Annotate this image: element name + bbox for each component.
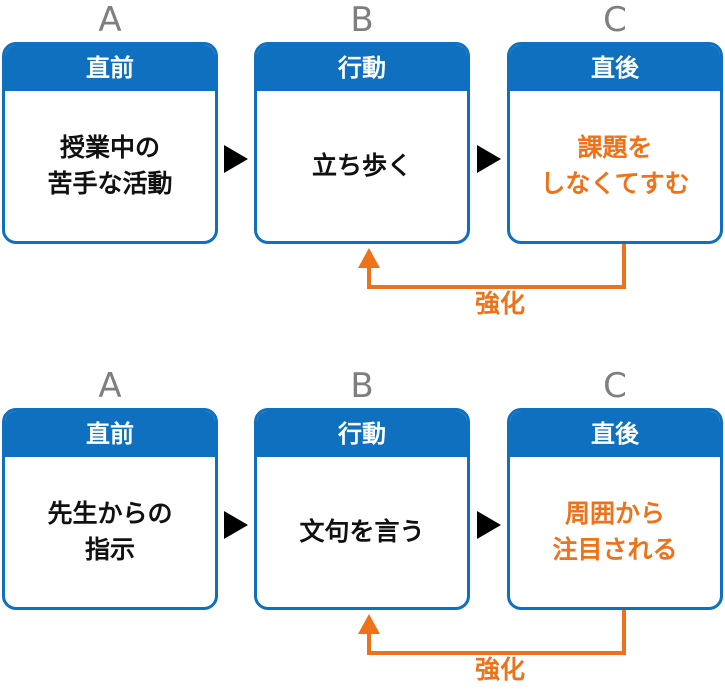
antecedent-header: 直前 (5, 45, 215, 91)
consequence-text: 課題を しなくてすむ (540, 133, 690, 198)
behavior-header: 行動 (257, 411, 467, 457)
column-letter-b: B (350, 366, 374, 406)
abc-diagram-2: A B C 直前 先生からの 指示 行動 文句を言う 直後 周囲から 注目される… (0, 366, 725, 696)
column-letter-a: A (98, 0, 122, 40)
reinforcement-arrow-head-icon (358, 614, 380, 634)
consequence-box: 直後 課題を しなくてすむ (507, 42, 723, 244)
consequence-text: 周囲から 注目される (552, 499, 678, 564)
column-letter-c: C (603, 0, 627, 40)
reinforcement-arrow-line (367, 244, 626, 289)
antecedent-box: 直前 授業中の 苦手な活動 (2, 42, 218, 244)
arrow-right-icon (224, 511, 248, 539)
column-letter-c: C (603, 366, 627, 406)
behavior-header: 行動 (257, 45, 467, 91)
column-letter-a: A (98, 366, 122, 406)
reinforcement-arrow-head-icon (358, 248, 380, 268)
arrow-right-icon (477, 145, 501, 173)
reinforcement-label: 強化 (474, 655, 525, 684)
reinforcement-label: 強化 (474, 289, 525, 318)
column-letter-b: B (350, 0, 374, 40)
reinforcement-arrow-line (367, 610, 626, 655)
antecedent-text: 先生からの 指示 (47, 499, 173, 564)
arrow-right-icon (477, 511, 501, 539)
behavior-text: 文句を言う (299, 517, 425, 546)
behavior-box: 行動 立ち歩く (254, 42, 470, 244)
consequence-header: 直後 (510, 411, 720, 457)
consequence-box: 直後 周囲から 注目される (507, 408, 723, 610)
abc-diagram-1: A B C 直前 授業中の 苦手な活動 行動 立ち歩く 直後 課題を しなくてす… (0, 0, 725, 330)
antecedent-box: 直前 先生からの 指示 (2, 408, 218, 610)
consequence-header: 直後 (510, 45, 720, 91)
arrow-right-icon (224, 145, 248, 173)
behavior-text: 立ち歩く (311, 151, 412, 180)
antecedent-header: 直前 (5, 411, 215, 457)
antecedent-text: 授業中の 苦手な活動 (47, 133, 173, 198)
behavior-box: 行動 文句を言う (254, 408, 470, 610)
